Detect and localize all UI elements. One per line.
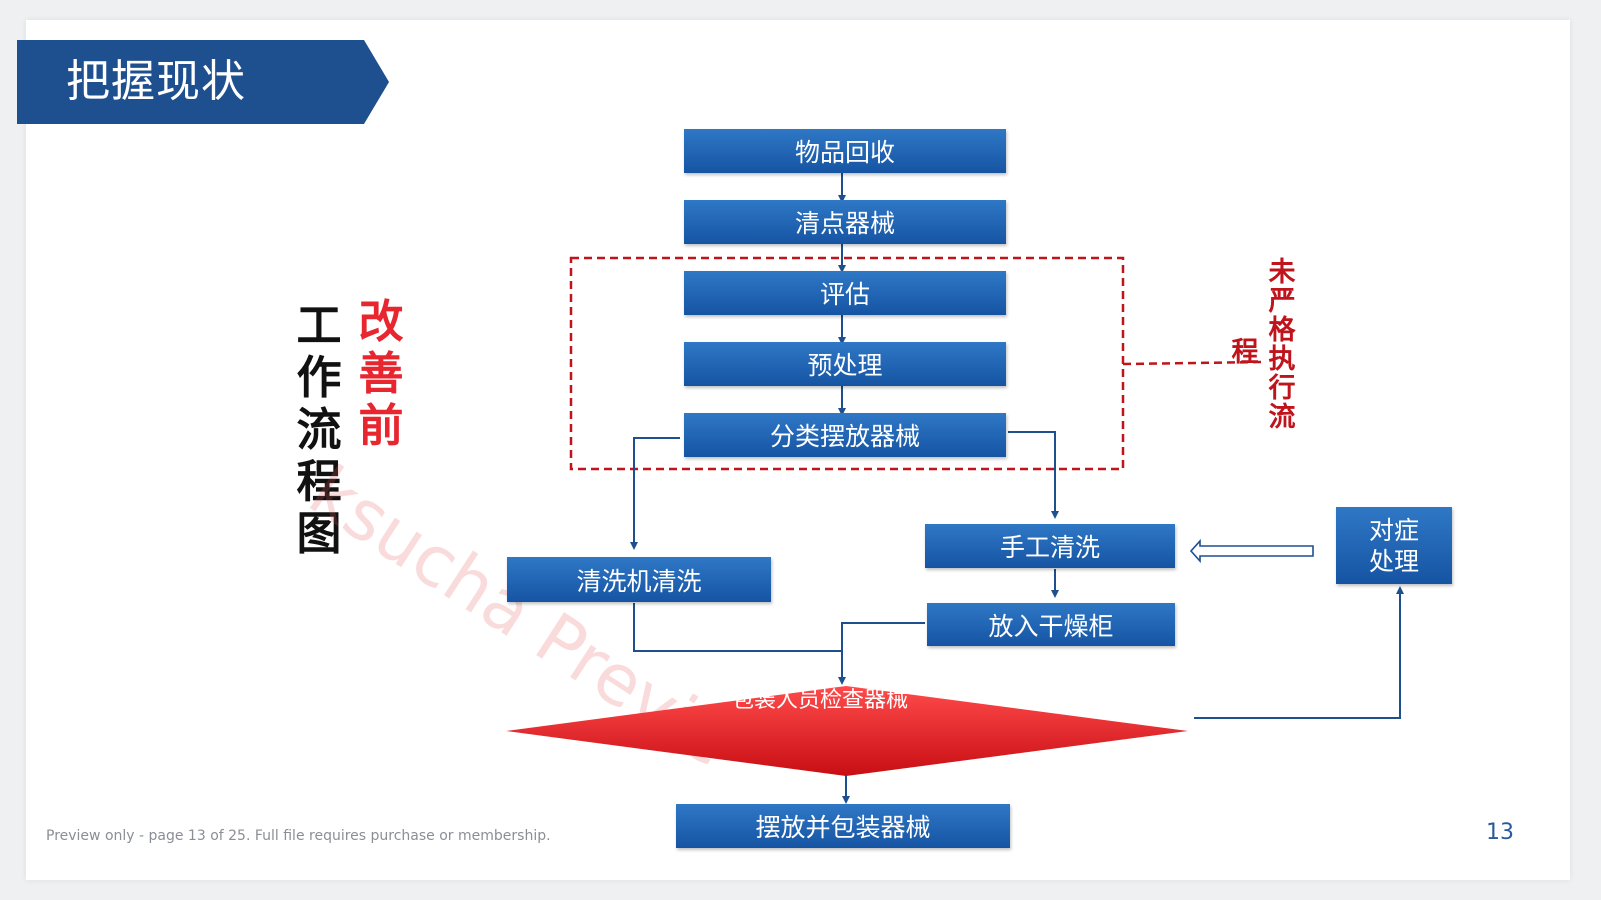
step-count: 清点器械 [684,200,1006,244]
step-sort: 分类摆放器械 [684,413,1006,457]
preview-footer-note: Preview only - page 13 of 25. Full file … [46,828,551,844]
workflow-chart-label: 工作流程图 [296,299,342,560]
before-improvement-label: 改善前 [358,295,404,452]
non-compliance-note: 未严格执行流 [1268,257,1296,433]
step-pack: 摆放并包装器械 [676,804,1010,848]
step-pretreat: 预处理 [684,342,1006,386]
step-hand-wash: 手工清洗 [925,524,1175,568]
step-inspect-label: 包装人员检查器械 [731,688,908,713]
page-number: 13 [1486,820,1514,845]
step-dry: 放入干燥柜 [927,603,1175,646]
return-hollow-arrow [1189,538,1314,564]
header-banner [17,40,389,124]
non-compliance-note-tail: 程 [1231,337,1259,368]
step-symptomatic: 对症处理 [1336,507,1452,584]
non-compliance-dashed-link [1122,360,1263,366]
step-assess: 评估 [684,271,1006,315]
step-recover: 物品回收 [684,129,1006,173]
page-title: 把握现状 [66,56,246,107]
step-machine-wash: 清洗机清洗 [507,557,771,602]
inspect-diamond [506,686,1188,776]
